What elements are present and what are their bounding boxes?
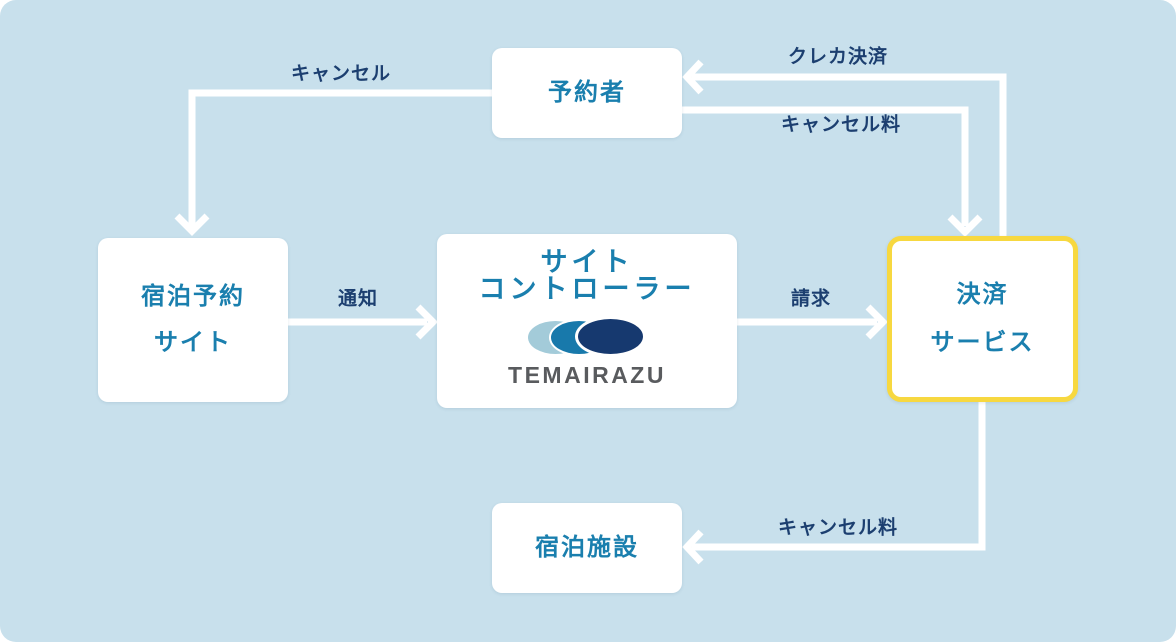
arrow-label-credit-card-payment: クレカ決済 [787, 46, 889, 68]
arrow-cancel-line [188, 89, 492, 226]
arrow-invoice-head-icon [865, 304, 888, 340]
node-payment-service: 決済 サービス [887, 236, 1078, 402]
node-booker-label: 予約者 [548, 79, 626, 106]
temairazu-logo-text: TEMAIRAZU [508, 362, 666, 388]
arrow-label-notify: 通知 [337, 288, 379, 310]
node-facility: 宿泊施設 [492, 503, 682, 593]
arrow-label-cancel-fee-to-facility: キャンセル料 [777, 517, 899, 539]
arrow-credit-card-line [692, 73, 1007, 236]
logo-ellipse-dark [575, 316, 646, 357]
node-site-controller: サイト コントローラー TEMAIRAZU [437, 234, 737, 408]
arrow-credit-card-head-icon [682, 59, 704, 95]
arrow-cancel-head-icon [174, 213, 210, 236]
arrow-notify-head-icon [415, 304, 438, 340]
arrow-label-cancel-fee-from-booker: キャンセル料 [780, 114, 902, 136]
node-booking-site: 宿泊予約 サイト [98, 238, 288, 402]
arrow-label-invoice: 請求 [790, 288, 832, 310]
node-payment-service-label-line2: サービス [930, 329, 1035, 356]
temairazu-logo-icon [528, 316, 646, 357]
node-booking-site-label-line2: サイト [154, 329, 232, 356]
arrow-label-cancel: キャンセル [290, 63, 392, 85]
arrow-fee-to-facility-head-icon [682, 529, 704, 565]
node-payment-service-label-line1: 決済 [956, 281, 1009, 308]
node-booker: 予約者 [492, 48, 682, 138]
node-site-controller-label-line2: コントローラー [478, 274, 696, 304]
node-booking-site-label-line1: 宿泊予約 [141, 283, 245, 310]
node-facility-label: 宿泊施設 [535, 534, 639, 561]
arrow-fee-to-payment-head-icon [947, 214, 983, 237]
node-site-controller-label-line1: サイト [540, 247, 634, 277]
